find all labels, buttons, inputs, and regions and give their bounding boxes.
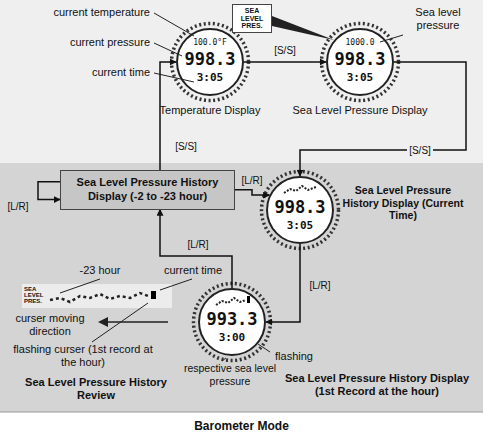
leader-line [222, 358, 226, 361]
button-label: [L/R] [5, 200, 30, 213]
callout-label: respective sea level pressure [182, 362, 278, 387]
display-caption: Sea Level Pressure History Display (1st … [282, 372, 472, 398]
display-caption: Sea Level Pressure History Display (Curr… [342, 184, 464, 222]
watch-face [198, 288, 266, 356]
callout-box: SEA LEVEL PRES. [232, 4, 272, 33]
display-top: 1000.0 [326, 38, 394, 48]
button-label: [L/R] [307, 279, 332, 292]
display-time: 3:05 [326, 71, 394, 84]
figure-caption: Barometer Mode [0, 419, 483, 433]
flashing-cursor [247, 296, 250, 303]
watch-bezel [172, 24, 249, 101]
button-label: [S/S] [272, 44, 298, 57]
review-strip [22, 284, 172, 308]
callout-label: current pressure [14, 36, 150, 49]
history-box: Sea Level Pressure History Display (-2 t… [60, 170, 235, 210]
leader-line [258, 344, 270, 352]
leader-line [60, 279, 100, 293]
flow-arrow [38, 182, 60, 200]
watch-display: 993.33:00Sea Level Pressure History Disp… [198, 288, 266, 356]
callout-label: flashing [268, 350, 320, 363]
flow-arrow [244, 61, 326, 63]
watch-face [326, 28, 394, 96]
top-panel [0, 0, 483, 163]
flow-arrow [300, 62, 466, 176]
callout-label: curser moving direction [6, 312, 94, 338]
direction-arrowhead [98, 317, 108, 327]
callout-label: -23 hour [70, 264, 130, 277]
history-band [0, 163, 483, 412]
display-caption: Temperature Display [140, 104, 280, 117]
leader-line [160, 279, 192, 290]
button-label: [L/R] [185, 238, 210, 251]
watch-ring [327, 29, 393, 95]
watch-ring [177, 29, 243, 95]
display-time: 3:05 [176, 71, 244, 84]
callout-label: current temperature [14, 6, 150, 19]
watch-display: 998.33:05Sea Level Pressure History Disp… [266, 176, 334, 244]
callout-label: flashing curser (1st record at the hour) [8, 343, 158, 369]
watch-bezel [262, 172, 339, 249]
display-caption: Sea Level Pressure Display [290, 104, 430, 117]
strip-text: SEA LEVEL PRES. [24, 286, 48, 304]
display-top: 100.0°F [176, 38, 244, 48]
callout-label: current time [14, 66, 150, 79]
watch-display: 100.0°F998.33:05Temperature Display [176, 28, 244, 96]
flashing-cursor [151, 291, 156, 299]
callout-tail [272, 16, 334, 40]
display-time: 3:05 [266, 219, 334, 232]
pressure-dots [50, 293, 148, 302]
watch-face [176, 28, 244, 96]
display-digits: 993.3 [198, 309, 266, 329]
box-text: Sea Level Pressure History Display (-2 t… [67, 176, 228, 204]
callout-text: SEA LEVEL PRES. [234, 7, 270, 30]
watch-ring [199, 289, 265, 355]
history-graph [284, 186, 316, 193]
callout-label: Sea level pressure [398, 6, 478, 32]
button-label: [S/S] [407, 144, 433, 157]
button-label: [L/R] [239, 174, 264, 187]
watch-bezel [322, 24, 399, 101]
callout-label: current time [160, 264, 226, 277]
display-digits: 998.3 [326, 49, 394, 69]
button-label: [S/S] [173, 140, 199, 153]
watch-face [266, 176, 334, 244]
flow-arrow [266, 244, 300, 322]
flow-arrow [160, 210, 232, 289]
display-digits: 998.3 [266, 197, 334, 217]
watch-bezel [194, 284, 271, 361]
display-digits: 998.3 [176, 49, 244, 69]
flow-arrow [235, 190, 269, 195]
direction-arrow [106, 321, 168, 323]
history-graph [216, 298, 246, 305]
band-edge [0, 412, 483, 413]
watch-ring [267, 177, 333, 243]
review-strip: SEA LEVEL PRES. [22, 284, 172, 308]
leader-line [154, 13, 194, 36]
watch-display: 1000.0998.33:05Sea Level Pressure Displa… [326, 28, 394, 96]
section-caption: Sea Level Pressure History Review [16, 376, 176, 402]
display-time: 3:00 [198, 331, 266, 344]
